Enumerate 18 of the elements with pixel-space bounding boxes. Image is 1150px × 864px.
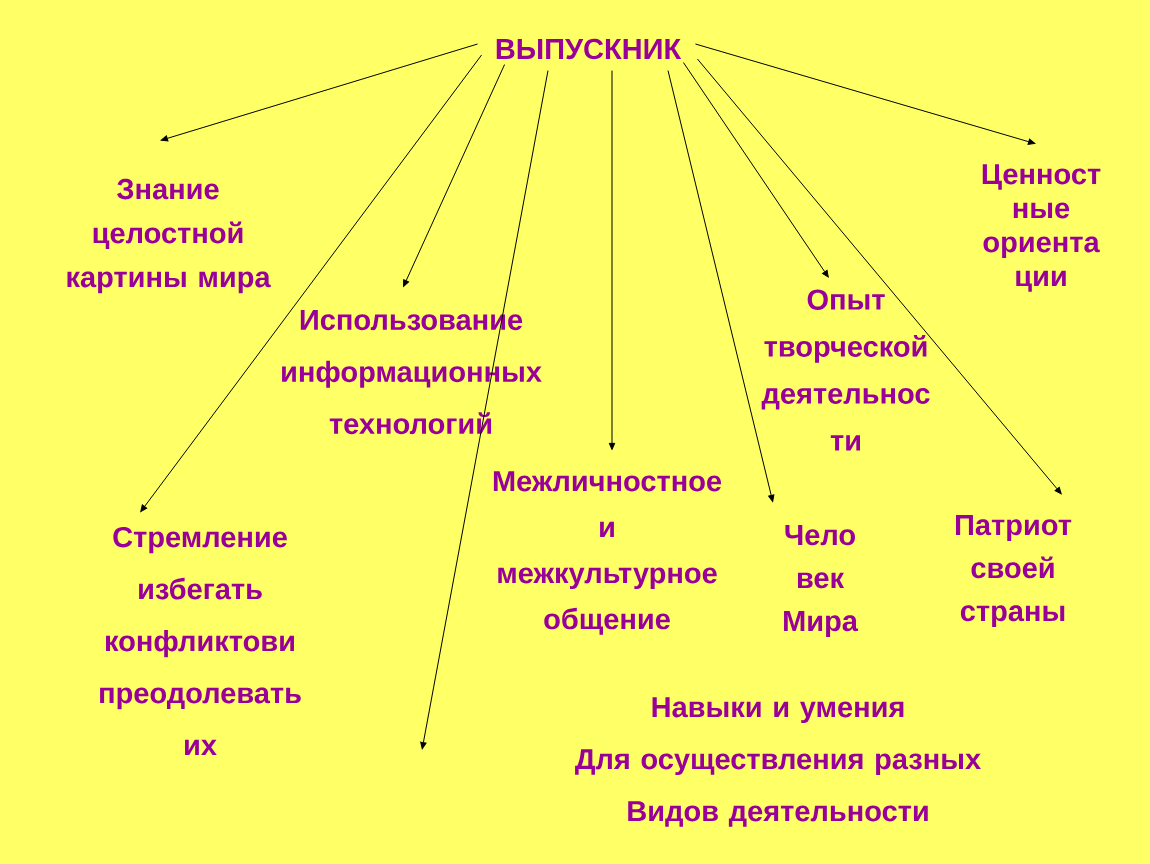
arrow bbox=[667, 70, 775, 502]
arrow bbox=[694, 43, 1036, 145]
concept-text: Чело век Мира bbox=[784, 525, 859, 637]
concept-text: Ценност ные ориента ции bbox=[982, 164, 1101, 292]
concept-text: Навыки и умения Для осуществления разных Видов деятельности bbox=[575, 697, 981, 827]
concept-text: Межличностное и межкультурное общение bbox=[493, 471, 722, 635]
arrow bbox=[682, 62, 829, 278]
arrow bbox=[160, 43, 479, 142]
concept-text: Стремление избегать конфликтови преодолевать их bbox=[100, 526, 301, 756]
concept-text: Знание целостной картины мира bbox=[67, 178, 271, 294]
concept-text: Патриот своей страны bbox=[956, 515, 1072, 627]
arrow bbox=[420, 70, 549, 750]
root-text: ВЫПУСКНИК bbox=[496, 38, 682, 60]
arrow bbox=[140, 54, 483, 513]
arrow bbox=[608, 70, 616, 451]
concept-text: Опыт творческой деятельнос ти bbox=[761, 289, 930, 451]
arrow bbox=[696, 58, 1062, 495]
arrow bbox=[403, 64, 506, 287]
